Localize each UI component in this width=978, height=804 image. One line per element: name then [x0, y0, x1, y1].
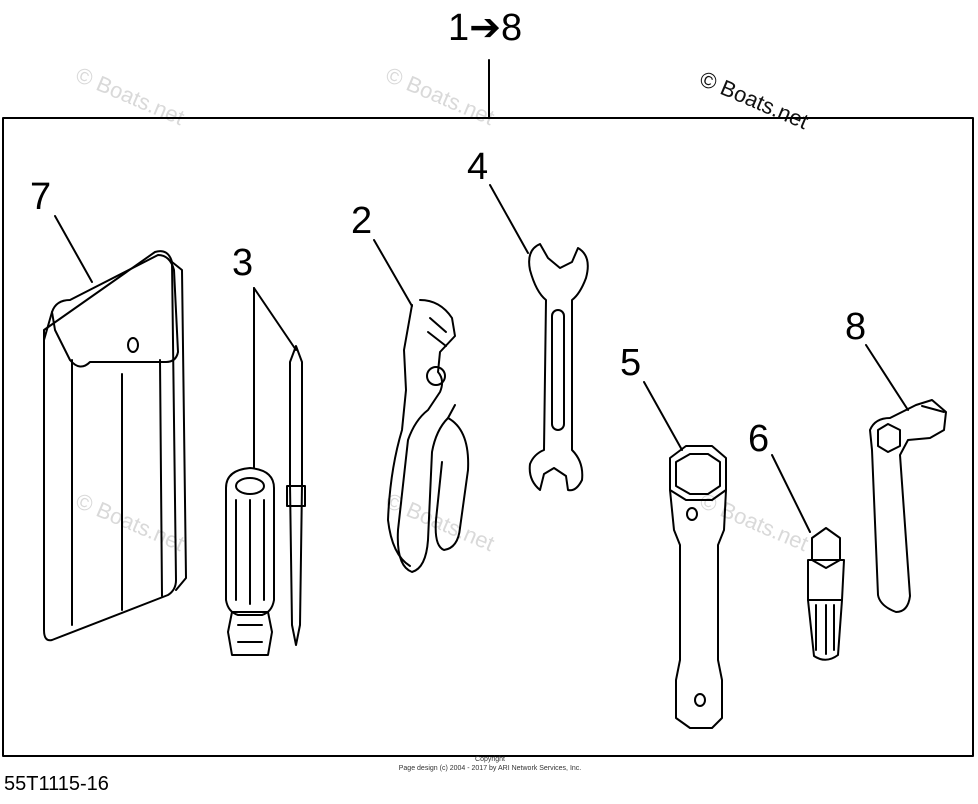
leader-line-2	[373, 239, 413, 307]
leader-line-3b	[253, 287, 297, 351]
callout-6: 6	[748, 418, 770, 460]
copyright-line: Page design (c) 2004 - 2017 by ARI Netwo…	[398, 765, 582, 772]
hex-key-wrench-icon	[869, 399, 947, 613]
leader-line-6	[771, 454, 811, 533]
tool-pouch-icon	[43, 250, 187, 642]
callout-4: 4	[467, 146, 489, 188]
screwdriver-icon	[225, 345, 306, 656]
copyright-line: Copyright	[475, 756, 505, 763]
pliers-icon	[387, 299, 470, 573]
open-end-wrench-icon	[528, 243, 589, 492]
diagram-part-number: 55T1115-16	[4, 773, 109, 795]
leader-line-7	[54, 215, 93, 283]
copyright-notice: Copyright Page design (c) 2004 - 2017 by…	[380, 755, 600, 773]
callout-7: 7	[30, 176, 52, 218]
callout-5: 5	[620, 342, 642, 384]
tube-socket-wrench-icon	[669, 445, 727, 729]
leader-line-5	[643, 381, 683, 451]
leader-line-8	[865, 344, 909, 411]
spark-plug-socket-icon	[807, 527, 845, 661]
callout-3: 3	[232, 242, 254, 284]
assembly-range-label: 1➔8	[448, 7, 523, 49]
callout-8: 8	[845, 306, 867, 348]
callout-2: 2	[351, 200, 373, 242]
leader-line-4	[489, 184, 529, 254]
